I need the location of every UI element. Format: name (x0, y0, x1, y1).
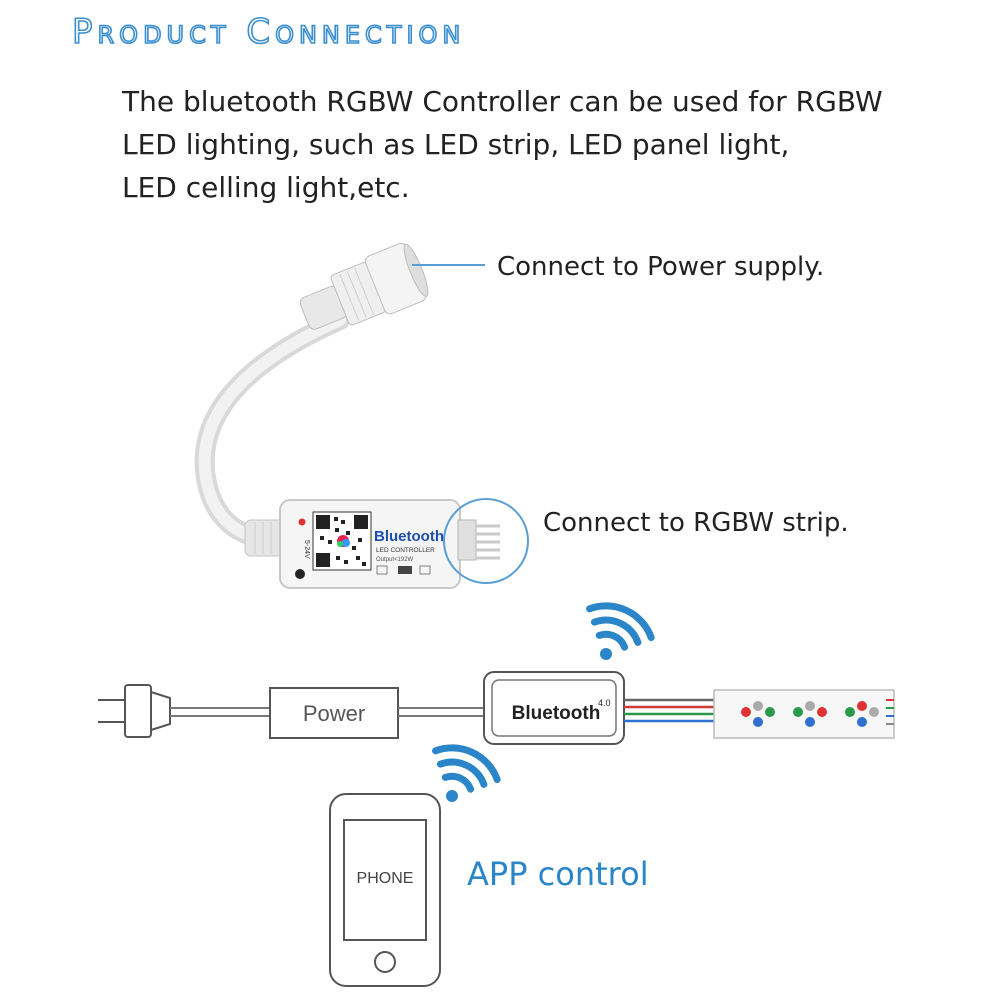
app-control-label: APP control (467, 855, 649, 893)
wireless-signal-icon (586, 602, 655, 660)
led-cluster-3 (845, 701, 879, 727)
intro-line-1: The bluetooth RGBW Controller can be use… (122, 85, 883, 118)
intro-line-3: LED celling light,etc. (122, 171, 410, 204)
controller-version-label: 4.0 (598, 698, 611, 708)
dc-jack (299, 242, 429, 330)
bluetooth-controller-device: Bluetooth LED CONTROLLER Output<192W 5-2… (279, 499, 500, 589)
led-strip (713, 689, 895, 739)
device-subtitle-label: LED CONTROLLER (376, 547, 435, 554)
led-cluster-2 (793, 701, 827, 727)
power-plug-icon (98, 684, 171, 738)
intro-text: The bluetooth RGBW Controller can be use… (122, 80, 942, 209)
device-voltage-label: 5-24V (303, 540, 310, 559)
power-supply-label: Power (303, 701, 365, 726)
device-output-label: Output<192W (376, 557, 414, 563)
controller-box-label: Bluetooth (512, 703, 601, 724)
rgbw-strip-callout: Connect to RGBW strip. (543, 508, 849, 538)
rgbw-wires (624, 698, 714, 723)
intro-line-2: LED lighting, such as LED strip, LED pan… (122, 128, 790, 161)
page-title: Product Connection (71, 11, 466, 53)
led-cluster-1 (741, 701, 775, 727)
phone-label: PHONE (357, 870, 414, 887)
power-supply-callout: Connect to Power supply. (497, 252, 825, 282)
power-supply-box (269, 687, 399, 739)
phone-signal-icon (432, 744, 501, 802)
device-brand-label: Bluetooth (374, 528, 444, 545)
phone-icon: PHONE (329, 793, 441, 987)
pin-callout-circle (443, 498, 529, 584)
